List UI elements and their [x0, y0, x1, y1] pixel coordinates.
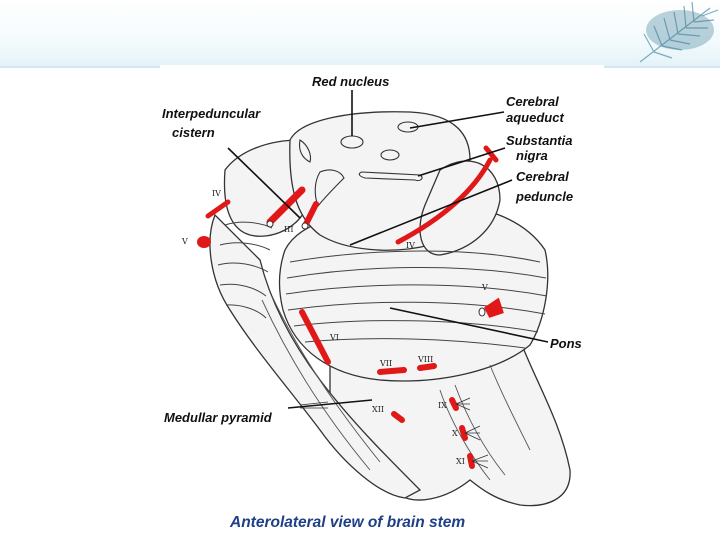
leader-cerebral-aqueduct	[409, 111, 505, 129]
leader-pons	[389, 307, 549, 343]
nerve-X-root	[459, 425, 468, 441]
slide-header-band	[0, 0, 720, 66]
nerve-VI-root	[299, 309, 331, 365]
right-peduncle-outline	[419, 160, 501, 256]
substantia-nigra-shape	[358, 171, 423, 182]
label-cerebral-aqueduct-line1: Cerebral	[506, 94, 559, 109]
label-interpeduncular-cistern-line2: cistern	[172, 125, 215, 140]
nerve-V-left-root	[197, 236, 211, 248]
nerve-XII-root	[391, 411, 405, 423]
pine-branch-decoration	[639, 1, 719, 63]
leader-substantia-nigra	[417, 147, 506, 177]
nerve-III-root	[266, 186, 306, 226]
label-cerebral-aqueduct-line2: aqueduct	[506, 110, 564, 125]
interpeduncular-fossa	[314, 169, 345, 208]
label-medullar-pyramid: Medullar pyramid	[164, 410, 272, 425]
nerve-X-label: X	[452, 429, 458, 438]
leader-cerebral-peduncle	[349, 179, 513, 246]
nerve-III-label: III	[284, 225, 293, 234]
nerve-VII-label: VII	[379, 359, 392, 368]
nerve-V-right-root	[484, 297, 504, 318]
nerve-VII-root	[377, 367, 407, 375]
label-cerebral-peduncle-line2: peduncle	[516, 189, 574, 204]
nerve-IV-left-root	[205, 199, 231, 219]
leader-interpeduncular-cistern	[227, 147, 301, 219]
nerve-VIII-label: VIII	[417, 355, 433, 364]
figure-caption: Anterolateral view of brain stem	[230, 514, 466, 531]
nerve-IV-left-label: IV	[212, 189, 221, 198]
left-crus-outline	[223, 139, 311, 237]
red-nucleus-shape	[340, 135, 364, 149]
nerve-XI-root	[467, 453, 475, 469]
nerve-IV-right-label: IV	[406, 241, 415, 250]
label-red-nucleus: Red nucleus	[312, 74, 390, 89]
left-stem-outline	[209, 213, 422, 499]
label-substantia-nigra-line1: Substantia	[506, 133, 573, 148]
nerve-VI-label: VI	[329, 333, 339, 342]
label-interpeduncular-cistern-line1: Interpeduncular	[162, 106, 261, 121]
nerve-VIII-root	[417, 363, 437, 371]
nerve-XII-label: XII	[372, 405, 384, 414]
nerve-XI-label: XI	[456, 457, 465, 466]
nerve-IV-right-root	[395, 157, 493, 245]
label-substantia-nigra-line2: nigra	[516, 148, 548, 163]
label-cerebral-peduncle-line1: Cerebral	[516, 169, 569, 184]
nerve-V-right-label: V	[481, 283, 488, 292]
nerve-V-left-label: V	[181, 237, 188, 246]
nerve-IX-label: IX	[438, 401, 447, 410]
label-pons: Pons	[550, 336, 582, 351]
leader-medullar-pyramid	[287, 399, 373, 409]
nerve-IX-root	[449, 397, 459, 411]
